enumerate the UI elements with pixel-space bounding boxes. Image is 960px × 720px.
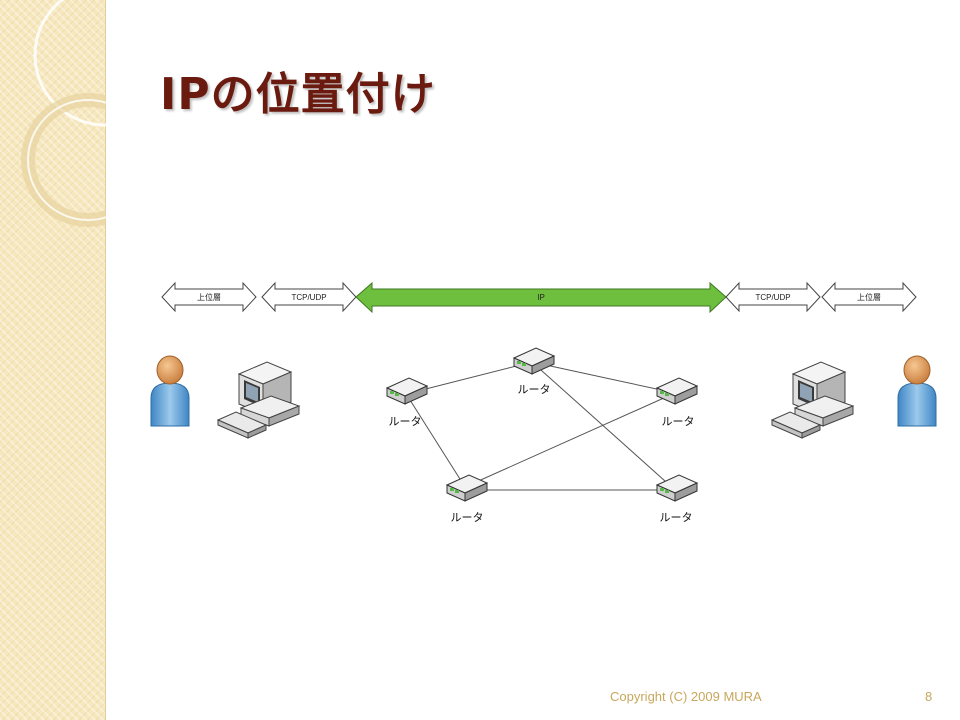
layer-arrow-right-tcp: TCP/UDP — [725, 281, 821, 313]
user-icon — [150, 355, 190, 427]
router-icon — [656, 377, 698, 405]
page-number: 8 — [925, 689, 933, 704]
layer-arrow-ip: IP — [355, 281, 727, 314]
layer-label-right-tcp: TCP/UDP — [755, 293, 790, 302]
router-links — [409, 361, 676, 491]
router-label-left: ルータ — [389, 415, 422, 428]
layer-label-left-tcp: TCP/UDP — [291, 293, 326, 302]
layer-label-right-upper: 上位層 — [857, 292, 881, 302]
layer-label-ip: IP — [537, 293, 545, 302]
sidebar-rings — [21, 0, 106, 227]
router-top: ルータ — [513, 347, 555, 396]
layer-arrow-right-upper: 上位層 — [821, 281, 917, 313]
slide-title: IPの位置付け — [160, 69, 436, 120]
sidebar-decoration — [0, 0, 106, 720]
keyboard-icon — [216, 411, 268, 439]
footer-copyright: Copyright (C) 2009 MURA — [610, 689, 762, 704]
router-icon — [386, 377, 428, 405]
layer-label-left-upper: 上位層 — [197, 292, 221, 302]
router-label-right: ルータ — [662, 415, 695, 428]
computer-icon — [791, 361, 855, 427]
router-left: ルータ — [386, 377, 428, 428]
keyboard-icon — [770, 411, 822, 439]
router-right: ルータ — [656, 377, 698, 428]
layer-arrow-left-upper: 上位層 — [161, 281, 257, 313]
router-label-top: ルータ — [518, 383, 551, 396]
layer-arrow-left-tcp: TCP/UDP — [261, 281, 357, 313]
router-icon — [513, 347, 555, 375]
router-bottom-right: ルータ — [656, 474, 698, 524]
computer-icon — [237, 361, 301, 427]
router-label-bottom-left: ルータ — [451, 511, 484, 524]
router-icon — [446, 474, 488, 502]
user-icon — [897, 355, 937, 427]
router-label-bottom-right: ルータ — [660, 511, 693, 524]
router-bottom-left: ルータ — [446, 474, 488, 524]
